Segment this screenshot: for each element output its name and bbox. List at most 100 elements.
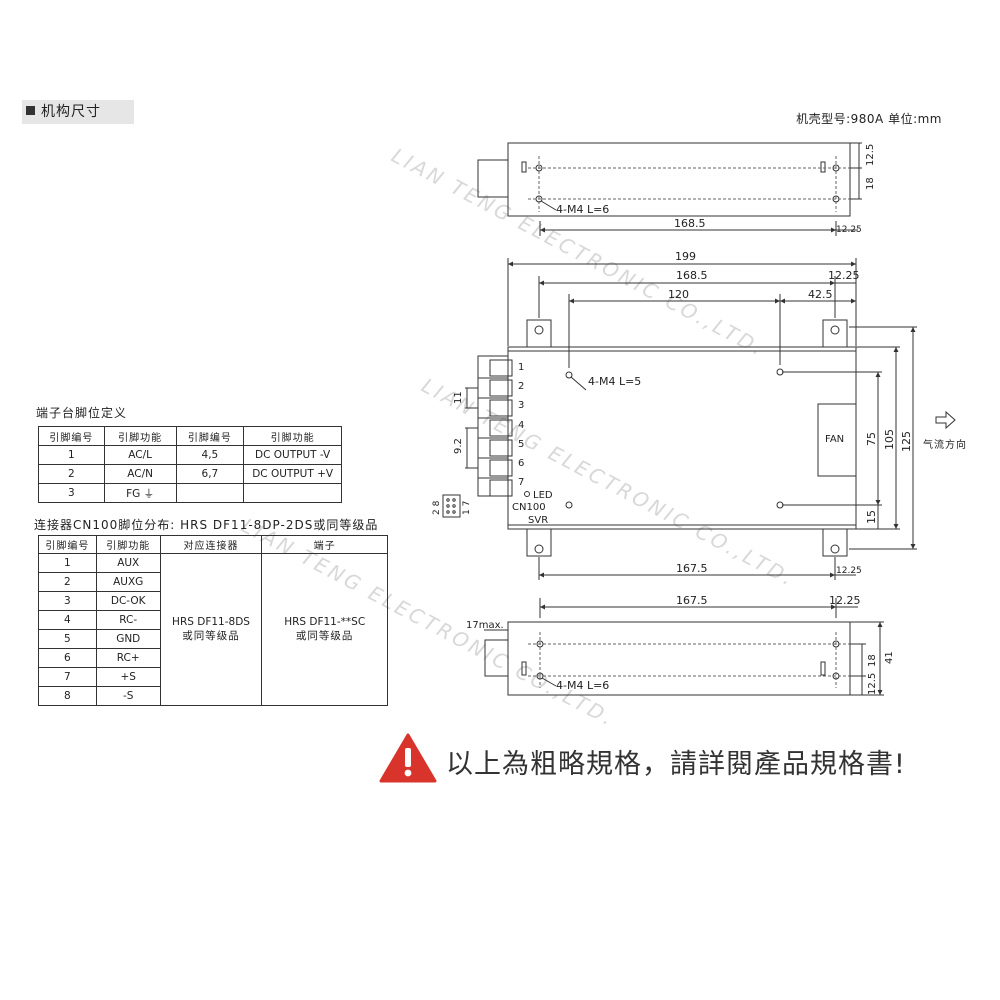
table-row: 3 FG ⏚: [38, 483, 342, 503]
table-cell: AC/N: [103, 464, 177, 484]
bottom-screw-label: 4-M4 L=6: [556, 679, 609, 692]
terminal-number-5: 5: [518, 439, 524, 450]
table-cell: 4: [38, 610, 97, 630]
front-dim-42-5: 42.5: [808, 288, 833, 301]
table-cell: 2: [38, 572, 97, 592]
front-dim-168-5: 168.5: [676, 269, 708, 282]
warning-triangle-icon: [379, 733, 437, 783]
airflow-label: 气流方向: [923, 438, 967, 451]
top-dim-12-5: 12.5: [865, 144, 876, 166]
table-cell: 5: [38, 629, 97, 649]
front-dim-75: 75: [865, 432, 878, 446]
section-heading-text: 机构尺寸: [41, 104, 101, 120]
table-cell: [175, 483, 245, 503]
table-cell: AUXG: [95, 572, 161, 592]
cn100-connector-shape: [442, 491, 530, 518]
table-row: 1 AC/L 4,5 DC OUTPUT -V: [38, 445, 342, 465]
bottom-dim-17max: 17max.: [466, 620, 504, 631]
table-row: 2 AC/N 6,7 DC OUTPUT +V: [38, 464, 342, 484]
table-row: 1 AUX HRS DF11-8DS 或同等级品 HRS DF11-**SC 或…: [38, 553, 388, 706]
mating-connector-line2: 或同等级品: [182, 630, 240, 642]
table-row: 8-S: [38, 686, 388, 706]
square-bullet-icon: [26, 106, 35, 115]
top-dim-18: 18: [865, 177, 876, 190]
terminal-line1: HRS DF11-**SC: [284, 616, 366, 628]
front-dim-167-5: 167.5: [676, 562, 708, 575]
table-cell: AC/L: [103, 445, 177, 465]
bottom-view: [484, 598, 884, 696]
table-cell: +S: [95, 667, 161, 687]
case-info: 机壳型号:980A 单位:mm: [796, 112, 942, 126]
table-cell: 1: [38, 445, 105, 465]
table-cell: 8: [38, 686, 97, 706]
mating-connector-cell: HRS DF11-8DS 或同等级品: [159, 553, 263, 706]
connector-table: 引脚编号 引脚功能 对应连接器 端子 1 AUX HRS DF11-8DS 或同…: [38, 535, 388, 706]
table-cell: 4,5: [175, 445, 245, 465]
table-cell: 1: [38, 553, 97, 573]
top-dim-12-25: 12.25: [836, 225, 862, 235]
terminal-cell: HRS DF11-**SC 或同等级品: [261, 553, 388, 706]
led-label: LED: [533, 490, 553, 501]
cn100-label: CN100: [512, 502, 546, 513]
bottom-dim-12-25: 12.25: [829, 594, 861, 607]
front-view: [442, 258, 956, 580]
mating-connector-line1: HRS DF11-8DS: [172, 616, 250, 628]
bottom-dim-41: 41: [884, 651, 895, 664]
watermark-text-2: LIAN TENG ELECTRONIC CO.,LTD.: [418, 373, 800, 591]
table-cell: DC OUTPUT -V: [243, 445, 342, 465]
terminal-header-function-2: 引脚功能: [243, 426, 342, 446]
connector-header-terminal: 端子: [261, 535, 388, 554]
terminal-table: 引脚编号 引脚功能 引脚编号 引脚功能 1 AC/L 4,5 DC OUTPUT…: [38, 426, 342, 503]
table-cell: [243, 483, 342, 503]
terminal-number-3: 3: [518, 400, 524, 411]
terminal-header-pin-no-2: 引脚编号: [175, 426, 245, 446]
connector-header-mating: 对应连接器: [159, 535, 263, 554]
table-cell: RC-: [95, 610, 161, 630]
table-cell: DC OUTPUT +V: [243, 464, 342, 484]
fan-box: [817, 403, 857, 477]
connector-section-title: 连接器CN100脚位分布: HRS DF11-8DP-2DS或同等级品: [34, 518, 379, 532]
front-screw-label: 4-M4 L=5: [588, 375, 641, 388]
terminal-block: [465, 355, 513, 497]
bottom-view-body: [507, 621, 851, 696]
table-cell: 6: [38, 648, 97, 668]
top-view: [477, 142, 862, 236]
front-view-body: [507, 346, 857, 530]
front-dim-120: 120: [668, 288, 689, 301]
front-dim-11: 11: [453, 391, 464, 404]
bottom-dim-12-5: 12.5: [867, 673, 878, 695]
connector-header-pin-no: 引脚编号: [38, 535, 97, 554]
table-cell: DC-OK: [95, 591, 161, 611]
table-cell: 6,7: [175, 464, 245, 484]
front-dim-15: 15: [865, 510, 878, 524]
table-cell: 7: [38, 667, 97, 687]
terminal-table-header: 引脚编号 引脚功能 引脚编号 引脚功能: [38, 426, 342, 446]
front-dim-199: 199: [675, 250, 696, 263]
table-cell: GND: [95, 629, 161, 649]
connector-header-function: 引脚功能: [95, 535, 161, 554]
table-cell: AUX: [95, 553, 161, 573]
front-dim-12-25-b: 12.25: [836, 566, 862, 576]
connector-pins-top: 1 7: [462, 501, 472, 515]
fan-label: FAN: [825, 434, 844, 445]
terminal-header-function: 引脚功能: [103, 426, 177, 446]
terminal-number-2: 2: [518, 381, 524, 392]
front-dim-12-25: 12.25: [828, 269, 860, 282]
connector-table-header: 引脚编号 引脚功能 对应连接器 端子: [38, 535, 388, 554]
front-dim-9-2: 9.2: [453, 438, 464, 454]
terminal-header-pin-no: 引脚编号: [38, 426, 105, 446]
terminal-number-1: 1: [518, 362, 524, 373]
terminal-number-7: 7: [518, 477, 524, 488]
bottom-dim-18: 18: [867, 654, 878, 667]
terminal-line2: 或同等级品: [295, 630, 354, 642]
connector-pins-bottom: 2 8: [432, 500, 442, 515]
watermark-text-1: LIAN TENG ELECTRONIC CO.,LTD.: [388, 143, 770, 361]
screw-holes-top: [535, 164, 840, 203]
section-heading: 机构尺寸: [22, 100, 134, 124]
front-dim-125: 125: [900, 431, 913, 452]
